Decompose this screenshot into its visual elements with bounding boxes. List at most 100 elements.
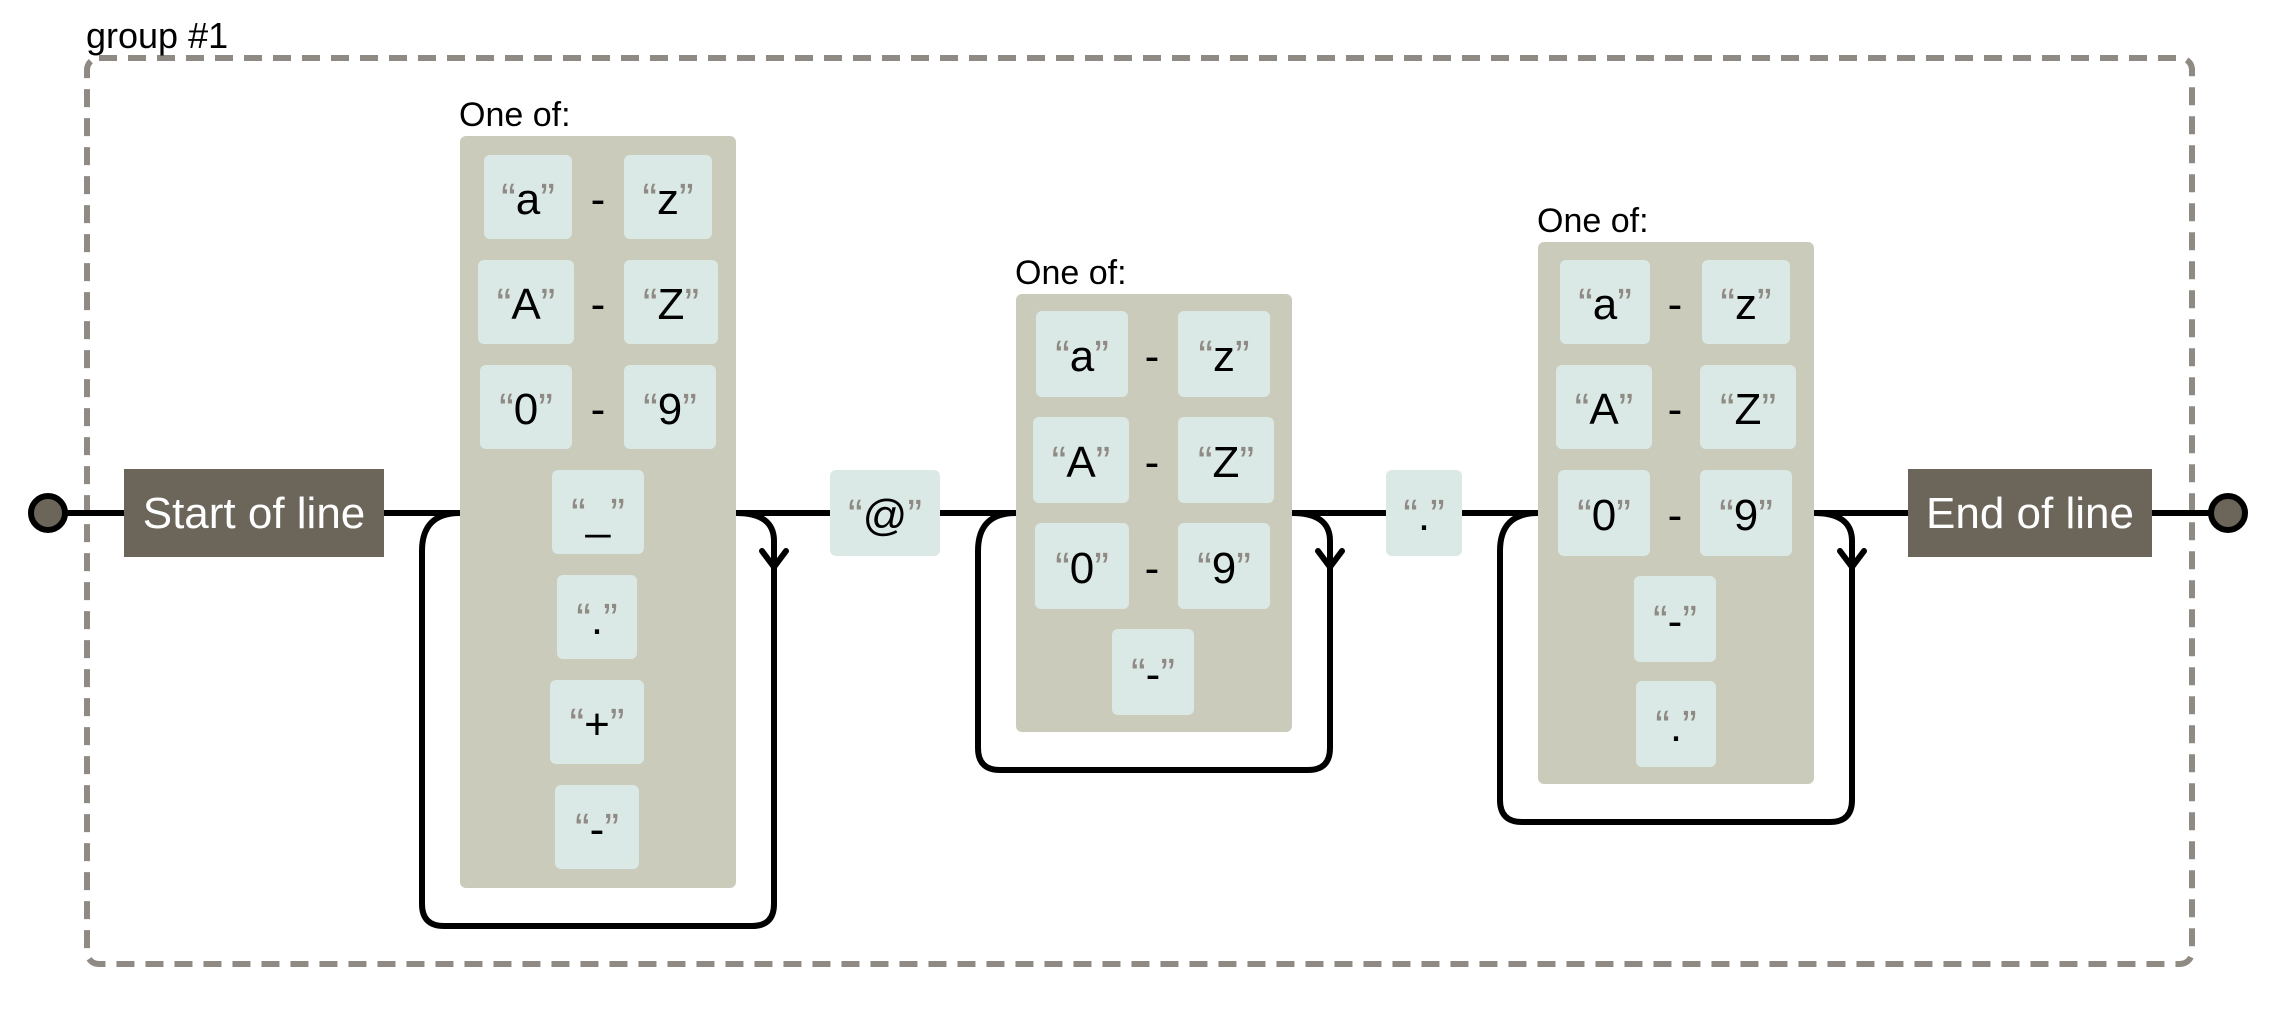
charset-local-part: One of: “a” - “z” “A” - “Z” “0” - “9” “_…: [459, 96, 736, 888]
range-separator: -: [1668, 491, 1683, 540]
quote-close: ”: [1096, 438, 1111, 487]
literal-box: [550, 680, 644, 764]
range-from: 0: [1070, 544, 1094, 593]
quote-close: ”: [1619, 385, 1634, 434]
quote-close: ”: [1430, 491, 1445, 540]
literal-box: [552, 470, 644, 554]
literal-box: [1036, 311, 1128, 397]
literal-box: [624, 155, 712, 239]
range-separator: -: [1145, 332, 1160, 381]
literal-dot: “.”: [1636, 681, 1716, 767]
literal-value: +: [584, 700, 610, 749]
quote-open: “: [1719, 491, 1734, 540]
literal-box: [624, 260, 718, 344]
range-from: 0: [1592, 491, 1616, 540]
svg-text:“a”: “a”: [501, 175, 555, 224]
quote-close: ”: [1758, 491, 1773, 540]
quote-open: “: [499, 385, 514, 434]
quote-open: “: [643, 280, 658, 329]
quote-open: “: [575, 805, 590, 854]
quote-close: ”: [610, 490, 625, 539]
quote-open: “: [1198, 332, 1213, 381]
charset-label: One of:: [459, 96, 571, 134]
start-terminal: [28, 493, 68, 533]
svg-text:“_”: “_”: [571, 490, 625, 539]
literal-plus: “+”: [550, 680, 644, 764]
literal-box: [1178, 417, 1274, 503]
svg-text:“Z”: “Z”: [643, 280, 699, 329]
group-label: group #1: [86, 15, 228, 56]
range-to: 9: [658, 385, 682, 434]
charset-box: [1016, 294, 1292, 732]
literal-value: .: [1670, 702, 1682, 751]
literal-box: [555, 785, 639, 869]
range-separator: -: [1145, 544, 1160, 593]
svg-text:“+”: “+”: [569, 700, 624, 749]
svg-text:“z”: “z”: [1720, 280, 1771, 329]
end-terminal: [2208, 493, 2248, 533]
svg-text:“.”: “.”: [1403, 491, 1445, 540]
literal-box: [624, 365, 716, 449]
svg-text:“-”: “-”: [575, 805, 619, 854]
literal-at: “@”: [830, 470, 940, 556]
literal-dot-separator: “.”: [1386, 470, 1462, 556]
quote-close: ”: [1160, 650, 1175, 699]
quote-open: “: [1052, 438, 1067, 487]
quote-open: “: [1720, 385, 1735, 434]
quote-close: ”: [1682, 702, 1697, 751]
svg-text:“-”: “-”: [1653, 597, 1697, 646]
range-from: A: [1589, 385, 1619, 434]
quote-close: ”: [907, 491, 922, 540]
literal-box: [1112, 629, 1194, 715]
range-separator: -: [1668, 385, 1683, 434]
literal-box: [1386, 470, 1462, 556]
literal-box: [1178, 523, 1270, 609]
svg-text:“9”: “9”: [643, 385, 697, 434]
charset-tld: One of: “a” - “z” “A” - “Z” “0” - “9” “-…: [1537, 202, 1814, 784]
svg-text:“0”: “0”: [1055, 544, 1109, 593]
range-0-9: “0” - “9”: [480, 365, 716, 449]
quote-open: “: [569, 700, 584, 749]
quote-close: ”: [603, 595, 618, 644]
literal-box: [480, 365, 572, 449]
charset-label: One of:: [1537, 202, 1649, 240]
start-of-line-anchor: Start of line: [124, 469, 384, 557]
literal-box: [1636, 681, 1716, 767]
charset-domain: One of: “a” - “z” “A” - “Z” “0” - “9” “-…: [1015, 254, 1292, 732]
charset-label: One of:: [1015, 254, 1127, 292]
svg-text:“9”: “9”: [1719, 491, 1773, 540]
literal-box: [1560, 260, 1650, 344]
literal-box: [1700, 470, 1792, 556]
quote-open: “: [1198, 438, 1213, 487]
svg-text:“0”: “0”: [1577, 491, 1631, 540]
quote-close: ”: [1094, 332, 1109, 381]
quote-open: “: [501, 175, 516, 224]
range-to: Z: [658, 280, 685, 329]
svg-text:“A”: “A”: [1575, 385, 1634, 434]
svg-text:“.”: “.”: [1655, 702, 1697, 751]
range-0-9: “0” - “9”: [1035, 523, 1270, 609]
literal-value: -: [590, 805, 605, 854]
quote-close: ”: [1616, 491, 1631, 540]
literal-value: -: [1668, 597, 1683, 646]
quote-open: “: [1655, 702, 1670, 751]
quote-close: ”: [1094, 544, 1109, 593]
quote-close: ”: [610, 700, 625, 749]
literal-box: [830, 470, 940, 556]
quote-close: ”: [1757, 280, 1772, 329]
quote-open: “: [643, 385, 658, 434]
range-A-Z: “A” - “Z”: [1556, 365, 1796, 449]
range-separator: -: [1668, 280, 1683, 329]
svg-text:“A”: “A”: [497, 280, 556, 329]
range-from: a: [1593, 280, 1618, 329]
loop-paths: [419, 510, 1867, 929]
quote-open: “: [1577, 491, 1592, 540]
range-to: 9: [1212, 544, 1236, 593]
quote-close: ”: [540, 175, 555, 224]
svg-text:“z”: “z”: [642, 175, 693, 224]
range-to: 9: [1734, 491, 1758, 540]
end-of-line-label: End of line: [1926, 489, 2134, 538]
literal-value: -: [1146, 650, 1161, 699]
literal-underscore: “_”: [552, 470, 644, 554]
quote-close: ”: [538, 385, 553, 434]
